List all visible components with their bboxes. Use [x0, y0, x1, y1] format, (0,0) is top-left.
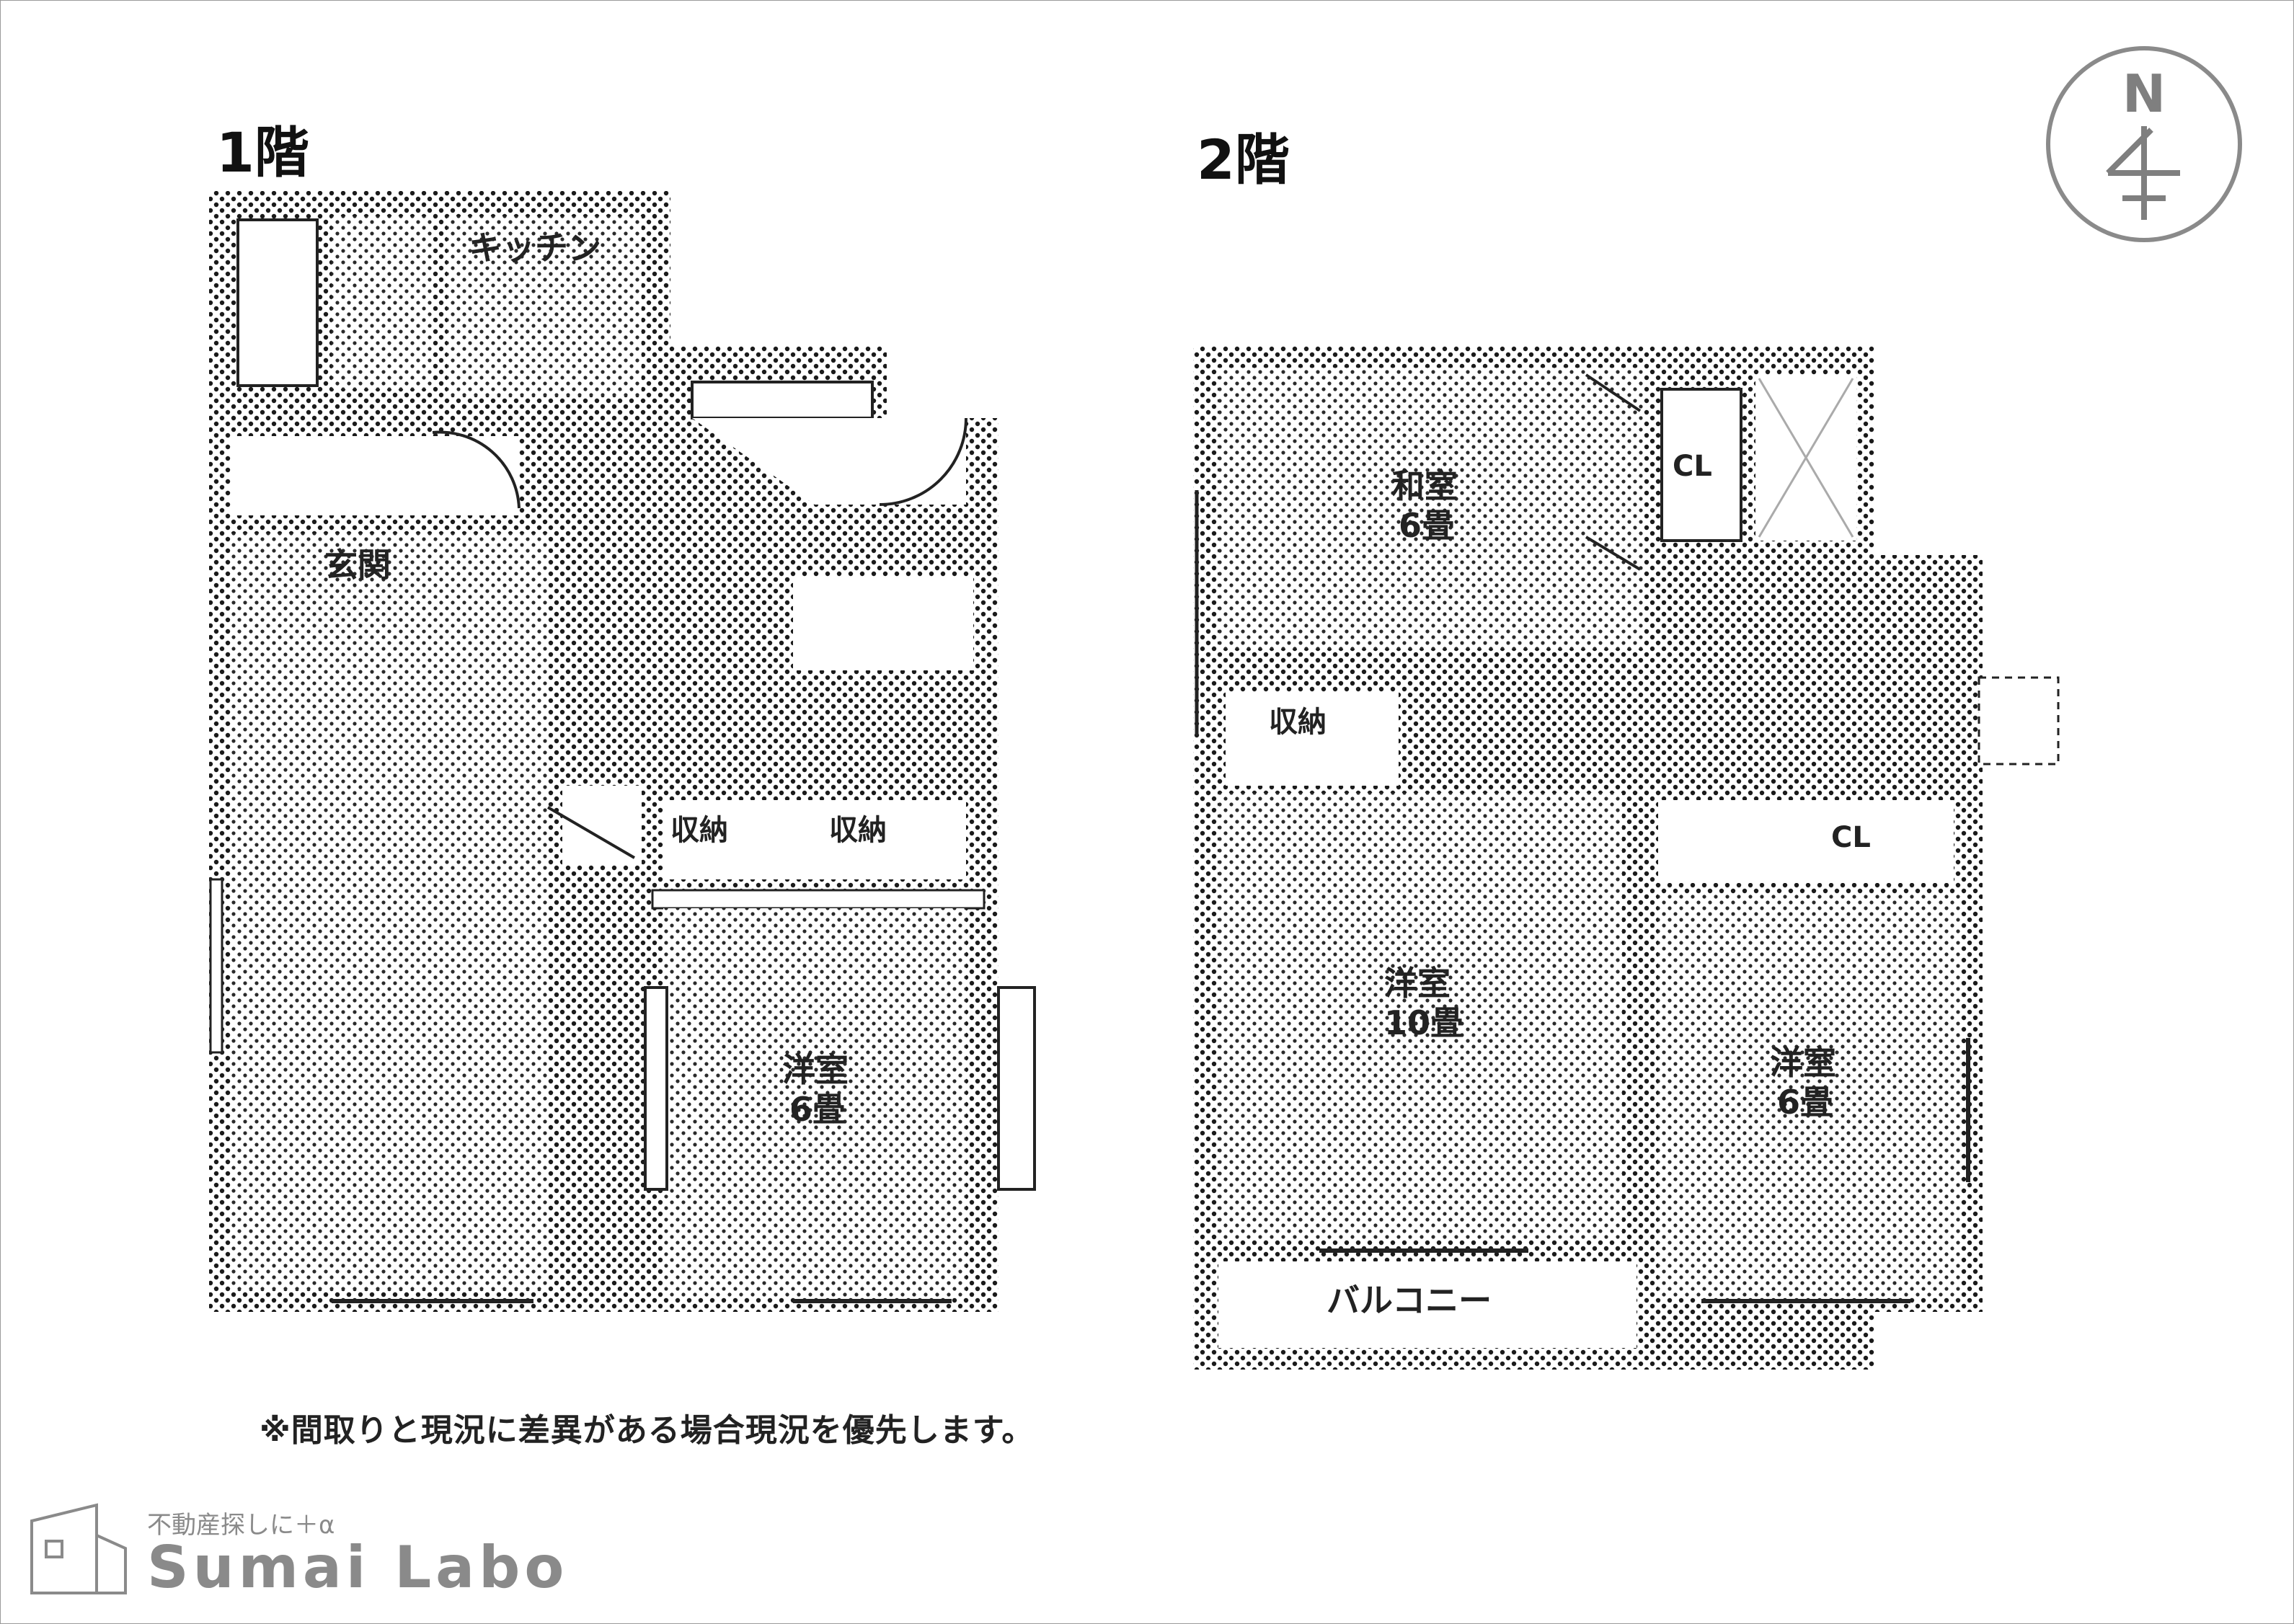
north-label: N [2122, 63, 2166, 124]
floor-title-2f: 2階 [1197, 128, 1290, 192]
room-label-storage-2f: 収納 [1269, 706, 1327, 739]
room-label-western-10: 洋室 [1384, 964, 1451, 1003]
room-label-japanese: 和室 [1391, 466, 1458, 505]
room-size-japanese: 6畳 [1399, 506, 1455, 545]
room-size-western-1f: 6畳 [789, 1090, 846, 1129]
house-logo-icon [30, 1503, 127, 1594]
room-size-western-10: 10畳 [1384, 1003, 1463, 1042]
room-size-western-2f: 6畳 [1777, 1083, 1833, 1122]
north-arrow-icon [2106, 126, 2180, 220]
room-label-entrance: 玄関 [324, 546, 391, 585]
floor-1f-structure [209, 191, 1036, 1312]
room-label-balcony: バルコニー [1327, 1281, 1492, 1320]
brand-tagline: 不動産探しに＋α [147, 1511, 335, 1540]
floor-2f-structure [1193, 346, 2060, 1370]
disclaimer-note: ※間取りと現況に差異がある場合現況を優先します。 [260, 1412, 1035, 1449]
room-label-kitchen: キッチン [469, 228, 601, 267]
room-label-storage-b: 収納 [829, 814, 887, 847]
room-label-western-2f: 洋室 [1770, 1043, 1836, 1082]
north-compass: N [2046, 46, 2242, 242]
room-label-storage-a: 収納 [670, 814, 728, 847]
brand-name: Sumai Labo [147, 1534, 569, 1601]
room-label-closet-b: CL [1831, 821, 1871, 854]
floor-title-1f: 1階 [216, 120, 309, 185]
room-label-western-1f: 洋室 [782, 1050, 849, 1089]
room-label-closet-a: CL [1673, 450, 1712, 483]
